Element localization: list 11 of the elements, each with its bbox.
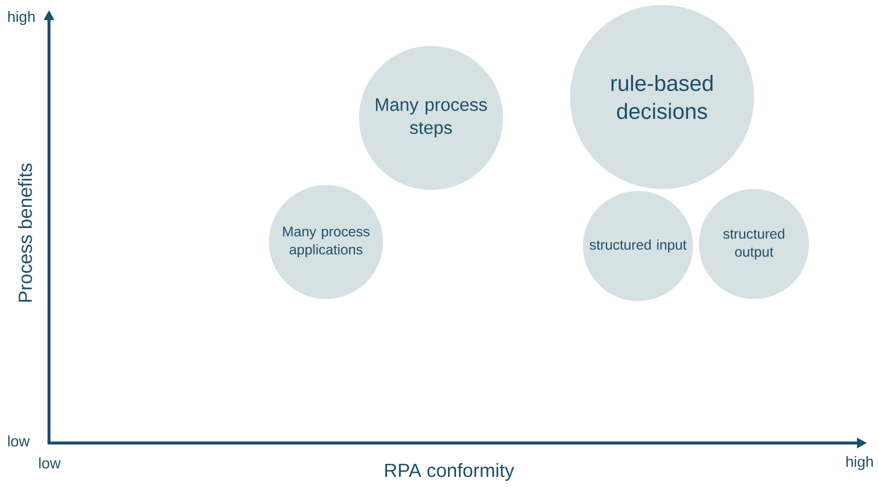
axis-title: RPA conformity (385, 463, 514, 481)
bubble: Many process steps (359, 46, 503, 190)
axis-title: Process benefits (18, 163, 32, 302)
bubble: rule-based decisions (570, 5, 754, 189)
axis-label: low (8, 435, 30, 446)
bubble: structured output (699, 189, 809, 299)
axis-label: low (39, 457, 61, 468)
bubble: structured input (583, 191, 693, 301)
axis-label: high (846, 456, 873, 470)
bubble: Many process applications (269, 185, 383, 299)
axis-label: high (8, 11, 35, 25)
